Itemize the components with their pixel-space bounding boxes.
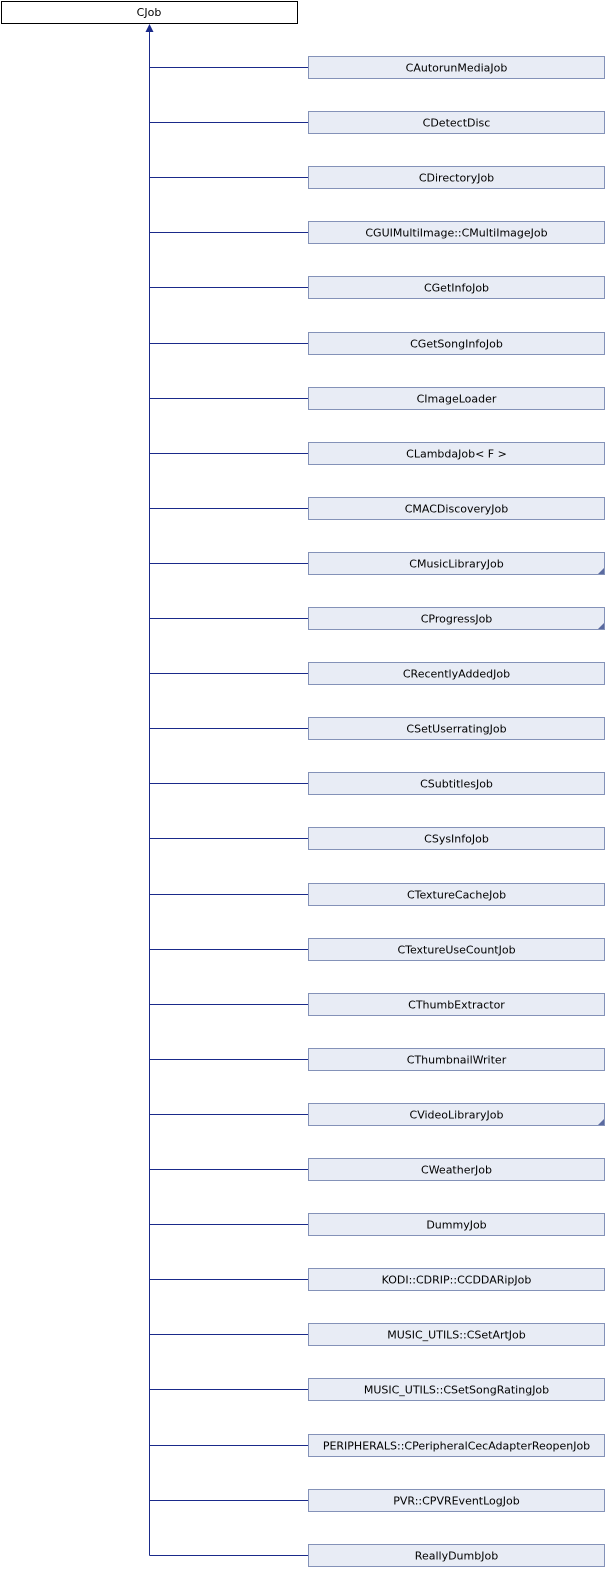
derived-class-box	[308, 276, 605, 299]
derived-class-box	[308, 1378, 605, 1401]
derived-class-label: CRecentlyAddedJob	[403, 668, 510, 681]
derived-class-node[interactable]: CSetUserratingJob	[308, 717, 605, 740]
derived-class-box	[308, 552, 605, 575]
derived-class-box	[308, 883, 605, 906]
derived-class-box	[308, 827, 605, 850]
derived-class-label: CSysInfoJob	[424, 833, 489, 846]
derived-class-box	[308, 111, 605, 134]
derived-class-label: CMACDiscoveryJob	[405, 503, 509, 516]
derived-class-box	[308, 442, 605, 465]
derived-class-label: CLambdaJob< F >	[406, 448, 507, 461]
derived-class-box	[308, 1103, 605, 1126]
more-derived-marker-icon	[598, 568, 604, 574]
derived-class-label: CGetSongInfoJob	[410, 338, 503, 351]
derived-class-node[interactable]: CGetSongInfoJob	[308, 332, 605, 355]
derived-class-node[interactable]: CVideoLibraryJob	[308, 1103, 605, 1126]
derived-class-label: PVR::CPVREventLogJob	[393, 1495, 519, 1508]
derived-class-box	[308, 1434, 605, 1457]
derived-class-node[interactable]: ReallyDumbJob	[308, 1544, 605, 1567]
derived-class-node[interactable]: CWeatherJob	[308, 1158, 605, 1181]
derived-class-node[interactable]: CMusicLibraryJob	[308, 552, 605, 575]
derived-class-box	[308, 221, 605, 244]
derived-class-box	[308, 166, 605, 189]
derived-class-box	[308, 1544, 605, 1567]
derived-class-box	[308, 497, 605, 520]
derived-class-node[interactable]: CProgressJob	[308, 607, 605, 630]
derived-class-node[interactable]: MUSIC_UTILS::CSetSongRatingJob	[308, 1378, 605, 1401]
derived-class-node[interactable]: CSysInfoJob	[308, 827, 605, 850]
derived-class-label: MUSIC_UTILS::CSetArtJob	[387, 1329, 526, 1342]
derived-class-box	[308, 332, 605, 355]
derived-class-nodes: CAutorunMediaJobCDetectDiscCDirectoryJob…	[308, 56, 605, 1567]
derived-class-box	[308, 56, 605, 79]
derived-class-box	[308, 662, 605, 685]
derived-class-label: CVideoLibraryJob	[410, 1109, 504, 1122]
derived-class-label: CThumbExtractor	[408, 999, 505, 1012]
derived-class-node[interactable]: CDetectDisc	[308, 111, 605, 134]
derived-class-node[interactable]: KODI::CDRIP::CCDDARipJob	[308, 1268, 605, 1291]
derived-class-label: CDetectDisc	[423, 117, 491, 130]
derived-class-box	[308, 772, 605, 795]
derived-class-node[interactable]: MUSIC_UTILS::CSetArtJob	[308, 1323, 605, 1346]
derived-class-node[interactable]: CThumbExtractor	[308, 993, 605, 1016]
derived-class-label: CGetInfoJob	[424, 282, 489, 295]
derived-class-label: CDirectoryJob	[419, 172, 494, 185]
derived-class-node[interactable]: CGetInfoJob	[308, 276, 605, 299]
derived-class-node[interactable]: PVR::CPVREventLogJob	[308, 1489, 605, 1512]
more-derived-marker-icon	[598, 623, 604, 629]
derived-class-box	[308, 387, 605, 410]
derived-class-node[interactable]: CSubtitlesJob	[308, 772, 605, 795]
derived-class-label: MUSIC_UTILS::CSetSongRatingJob	[364, 1384, 549, 1397]
derived-class-label: CSubtitlesJob	[420, 778, 493, 791]
derived-class-box	[308, 1213, 605, 1236]
derived-class-node[interactable]: CRecentlyAddedJob	[308, 662, 605, 685]
derived-class-label: DummyJob	[426, 1219, 486, 1232]
derived-class-node[interactable]: CImageLoader	[308, 387, 605, 410]
derived-class-label: CAutorunMediaJob	[406, 62, 508, 75]
derived-class-box	[308, 1268, 605, 1291]
inheritance-arrow-icon	[145, 24, 154, 32]
derived-class-label: PERIPHERALS::CPeripheralCecAdapterReopen…	[323, 1440, 590, 1453]
derived-class-box	[308, 1323, 605, 1346]
base-class-node[interactable]: CJob	[1, 1, 298, 24]
derived-class-node[interactable]: CTextureCacheJob	[308, 883, 605, 906]
more-derived-marker-icon	[598, 1119, 604, 1125]
derived-class-label: CSetUserratingJob	[406, 723, 506, 736]
derived-class-box	[308, 1489, 605, 1512]
derived-class-box	[308, 993, 605, 1016]
derived-class-node[interactable]: PERIPHERALS::CPeripheralCecAdapterReopen…	[308, 1434, 605, 1457]
derived-class-box	[308, 1048, 605, 1071]
derived-class-node[interactable]: CThumbnailWriter	[308, 1048, 605, 1071]
derived-class-node[interactable]: CLambdaJob< F >	[308, 442, 605, 465]
derived-class-node[interactable]: CMACDiscoveryJob	[308, 497, 605, 520]
derived-class-label: CMusicLibraryJob	[409, 558, 503, 571]
derived-class-box	[308, 717, 605, 740]
derived-class-node[interactable]: CGUIMultiImage::CMultiImageJob	[308, 221, 605, 244]
derived-class-label: CThumbnailWriter	[407, 1054, 507, 1067]
inheritance-edges	[145, 24, 308, 1556]
derived-class-box	[308, 938, 605, 961]
derived-class-node[interactable]: CDirectoryJob	[308, 166, 605, 189]
derived-class-label: CGUIMultiImage::CMultiImageJob	[365, 227, 547, 240]
derived-class-node[interactable]: DummyJob	[308, 1213, 605, 1236]
derived-class-box	[308, 1158, 605, 1181]
derived-class-node[interactable]: CTextureUseCountJob	[308, 938, 605, 961]
derived-class-label: CImageLoader	[417, 393, 497, 406]
derived-class-label: ReallyDumbJob	[415, 1550, 498, 1563]
derived-class-label: CWeatherJob	[421, 1164, 492, 1177]
derived-class-node[interactable]: CAutorunMediaJob	[308, 56, 605, 79]
base-class-label: CJob	[137, 6, 162, 19]
derived-class-label: CTextureUseCountJob	[397, 944, 515, 957]
derived-class-box	[308, 607, 605, 630]
derived-class-label: KODI::CDRIP::CCDDARipJob	[382, 1274, 532, 1287]
base-class-box	[1, 1, 298, 24]
derived-class-label: CProgressJob	[421, 613, 493, 626]
derived-class-label: CTextureCacheJob	[407, 889, 506, 902]
